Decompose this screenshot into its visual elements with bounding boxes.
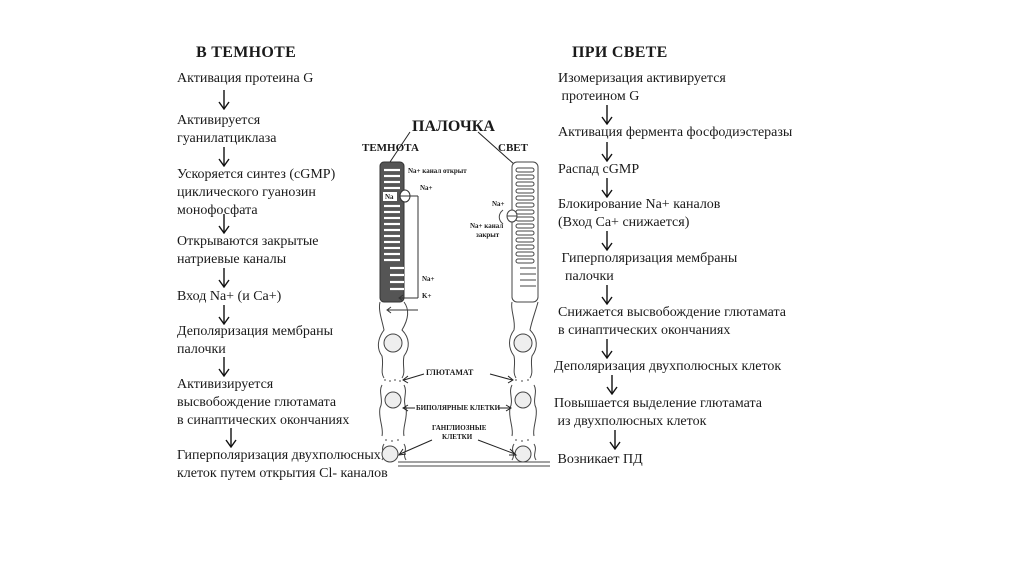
dark-step-7-line-2: высвобождение глютамата <box>177 395 337 410</box>
ganglion-cells-label-1: ГАНГЛИОЗНЫЕ <box>432 424 487 432</box>
dark-step-8-line-2: клеток путем открытия Cl- каналов <box>177 466 388 481</box>
light-rod-body <box>509 301 539 463</box>
dark-step-3-line-3: монофосфата <box>177 203 258 218</box>
light-step-3-line-1: Распад cGMP <box>558 162 640 177</box>
light-step-8: Повышается выделение глютамата из двухпо… <box>554 395 762 431</box>
light-step-9-line-1: Возникает ПД <box>554 452 643 467</box>
light-step-8-line-2: из двухполюсных клеток <box>554 414 707 429</box>
dark-step-6: Деполяризация мембраны палочки <box>177 323 333 359</box>
light-step-7: Деполяризация двухполюсных клеток <box>554 358 781 376</box>
light-step-8-line-1: Повышается выделение глютамата <box>554 396 762 411</box>
light-step-7-line-1: Деполяризация двухполюсных клеток <box>554 359 782 374</box>
light-step-1-line-1: Изомеризация активируется <box>558 71 726 86</box>
light-step-6: Снижается высвобождение глютамата в сина… <box>558 304 786 340</box>
dark-step-7-line-1: Активизируется <box>177 377 274 392</box>
dark-step-3-line-2: циклического гуанозин <box>177 185 316 200</box>
light-synapse-dots <box>515 379 529 442</box>
dark-step-2: Активируется гуанилатциклаза <box>177 112 276 148</box>
dark-heading: В ТЕМНОТЕ <box>196 44 297 61</box>
light-step-6-line-2: в синаптических окончаниях <box>558 323 731 338</box>
arrow-down-icon <box>218 214 230 234</box>
light-step-1: Изомеризация активируется протеином G <box>558 70 726 106</box>
dark-step-6-line-1: Деполяризация мембраны <box>177 324 333 339</box>
dark-step-5-line-1: Вход Na+ (и Ca+) <box>177 289 282 304</box>
na-inside-label: Na <box>385 193 394 201</box>
arrow-down-icon <box>609 430 621 450</box>
rod-cell-illustration <box>377 131 550 467</box>
na-channel-closed-label-2: закрыт <box>476 231 500 239</box>
dark-step-6-line-2: палочки <box>177 342 226 357</box>
dark-label: ТЕМНОТА <box>362 142 419 154</box>
k-label: K+ <box>422 292 432 300</box>
arrow-down-icon <box>218 268 230 288</box>
dark-rod-body <box>377 301 550 467</box>
dark-step-4-line-2: натриевые каналы <box>177 252 287 267</box>
light-step-9: Возникает ПД <box>554 451 643 469</box>
light-step-4-line-2: (Вход Ca+ снижается) <box>558 215 690 230</box>
light-step-5-line-1: Гиперполяризация мембраны <box>558 251 738 266</box>
light-label: СВЕТ <box>498 142 528 154</box>
arrow-down-icon <box>601 105 613 125</box>
arrow-down-icon <box>601 231 613 251</box>
dark-step-2-line-2: гуанилатциклаза <box>177 131 277 146</box>
dark-current-loop <box>386 195 419 314</box>
dark-synapse-dots <box>384 379 401 442</box>
na-label-bottom: Na+ <box>422 275 435 283</box>
dark-step-1: Активация протеина G <box>177 70 313 88</box>
rod-cell-diagram: ПАЛОЧКА ТЕМНОТА СВЕТ Na+ канал открыт Na… <box>360 110 550 475</box>
title-pointer-dark <box>387 131 411 166</box>
label-pointers <box>397 373 518 456</box>
light-step-4-line-1: Блокирование Na+ каналов <box>558 197 721 212</box>
dark-step-7: Активизируется высвобождение глютамата в… <box>177 376 349 430</box>
na-label-top: Na+ <box>420 184 433 192</box>
dark-step-5: Вход Na+ (и Ca+) <box>177 288 281 306</box>
dark-step-3-line-1: Ускоряется синтез (cGMP) <box>177 167 336 182</box>
dark-step-4-line-1: Открываются закрытые <box>177 234 319 249</box>
na-channel-closed-label-1: Na+ канал <box>470 222 504 230</box>
dark-step-7-line-3: в синаптических окончаниях <box>177 413 350 428</box>
light-step-5-line-2: палочки <box>558 269 614 284</box>
light-step-1-line-2: протеином G <box>558 89 640 104</box>
dark-rod-outer-segment <box>379 161 411 303</box>
dark-step-8: Гиперполяризация двухполюсных клеток пут… <box>177 447 388 483</box>
bipolar-cells-label: БИПОЛЯРНЫЕ КЛЕТКИ <box>416 404 501 412</box>
arrow-down-icon <box>606 375 618 395</box>
ganglion-cells-label-2: КЛЕТКИ <box>442 433 473 441</box>
light-step-3: Распад cGMP <box>558 161 639 179</box>
dark-step-8-line-1: Гиперполяризация двухполюсных <box>177 448 381 463</box>
light-step-6-line-1: Снижается высвобождение глютамата <box>558 305 787 320</box>
na-channel-open-label: Na+ канал открыт <box>408 167 467 175</box>
dark-step-3: Ускоряется синтез (cGMP) циклического гу… <box>177 166 335 220</box>
dark-step-2-line-1: Активируется <box>177 113 261 128</box>
arrow-down-icon <box>218 90 230 110</box>
arrow-down-icon <box>225 428 237 448</box>
dark-step-4: Открываются закрытые натриевые каналы <box>177 233 318 269</box>
arrow-down-icon <box>218 147 230 167</box>
arrow-down-icon <box>601 285 613 305</box>
glutamate-label: ГЛЮТАМАТ <box>426 368 474 377</box>
arrow-down-icon <box>601 339 613 359</box>
diagram-title: ПАЛОЧКА <box>412 118 495 135</box>
na-label-light: Na+ <box>492 200 505 208</box>
arrow-down-icon <box>601 142 613 162</box>
arrow-down-icon <box>218 357 230 377</box>
title-pointer-light <box>477 131 516 166</box>
light-step-5: Гиперполяризация мембраны палочки <box>558 250 738 286</box>
light-heading: ПРИ СВЕТЕ <box>572 44 668 61</box>
light-rod-outer-segment <box>498 161 539 303</box>
light-step-4: Блокирование Na+ каналов (Вход Ca+ снижа… <box>558 196 720 232</box>
dark-step-1-line-1: Активация протеина G <box>177 71 314 86</box>
arrow-down-icon <box>218 305 230 325</box>
arrow-down-icon <box>601 178 613 198</box>
light-step-2: Активация фермента фосфодиэстеразы <box>558 124 792 142</box>
light-step-2-line-1: Активация фермента фосфодиэстеразы <box>558 125 793 140</box>
